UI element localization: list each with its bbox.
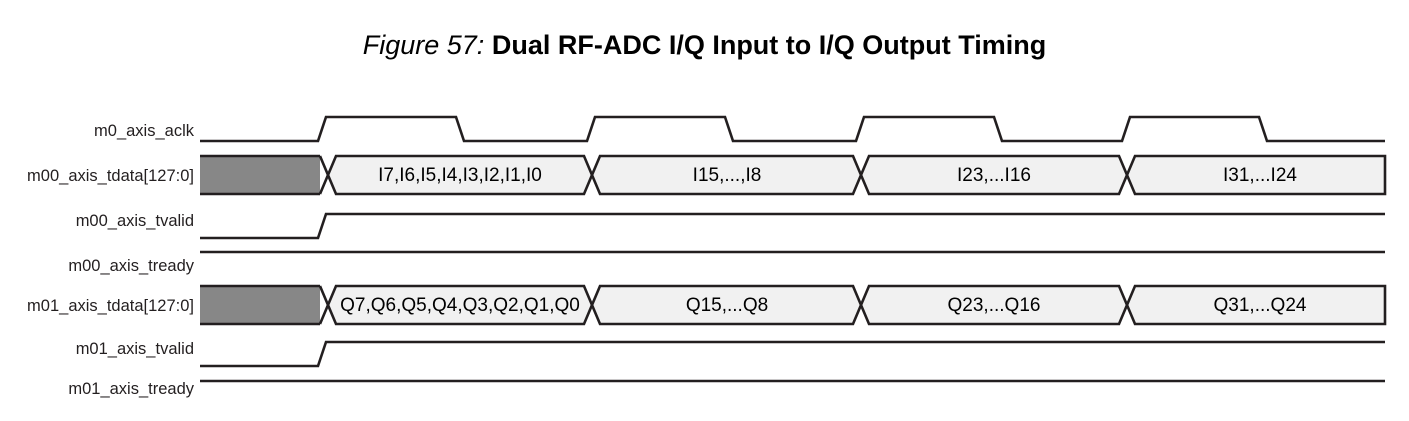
level-waveform-m00-axis-tvalid (200, 212, 1385, 240)
signal-label-m01-axis-tvalid: m01_axis_tvalid (75, 340, 194, 358)
dontcare-block-i (200, 156, 320, 194)
bus-cell-text-i3: I31,...I24 (1223, 165, 1297, 186)
waveform-svg: I7,I6,I5,I4,I3,I2,I1,I0 I15,...,I8 I23,.… (200, 115, 1387, 383)
bus-cell-text-i2: I23,...I16 (957, 165, 1031, 186)
waveform-area: m0_axis_aclk m00_axis_tdata[127:0] m00_a… (0, 100, 1409, 410)
figure-title: Figure 57: Dual RF-ADC I/Q Input to I/Q … (0, 28, 1409, 62)
bus-cell-text-q3: Q31,...Q24 (1214, 295, 1307, 316)
clock-waveform-m0-axis-aclk (200, 115, 1385, 143)
bus-waveform-m00-axis-tdata: I7,I6,I5,I4,I3,I2,I1,I0 I15,...,I8 I23,.… (200, 154, 1387, 196)
level-waveform-m01-axis-tvalid (200, 340, 1385, 368)
bus-cell-q3 (1125, 284, 1387, 326)
figure-number: Figure 57: (362, 30, 485, 60)
signal-label-m01-axis-tready: m01_axis_tready (68, 380, 194, 398)
signal-label-m01-axis-tdata: m01_axis_tdata[127:0] (27, 297, 194, 315)
figure-caption: Dual RF-ADC I/Q Input to I/Q Output Timi… (491, 30, 1047, 60)
bus-waveform-m01-axis-tdata: Q7,Q6,Q5,Q4,Q3,Q2,Q1,Q0 Q15,...Q8 Q23,..… (200, 284, 1387, 326)
bus-cell-text-i0: I7,I6,I5,I4,I3,I2,I1,I0 (378, 165, 542, 186)
bus-cell-i3 (1125, 154, 1387, 196)
signal-label-m00-axis-tdata: m00_axis_tdata[127:0] (27, 167, 194, 185)
bus-cell-text-q2: Q23,...Q16 (948, 295, 1041, 316)
signal-label-m00-axis-tready: m00_axis_tready (68, 257, 194, 275)
signal-label-m0-axis-aclk: m0_axis_aclk (94, 122, 194, 140)
bus-cell-text-q0: Q7,Q6,Q5,Q4,Q3,Q2,Q1,Q0 (340, 295, 580, 316)
dontcare-block-q (200, 286, 320, 324)
signal-label-m00-axis-tvalid: m00_axis_tvalid (75, 212, 194, 230)
bus-cell-text-i1: I15,...,I8 (693, 165, 762, 186)
bus-cell-text-q1: Q15,...Q8 (686, 295, 768, 316)
